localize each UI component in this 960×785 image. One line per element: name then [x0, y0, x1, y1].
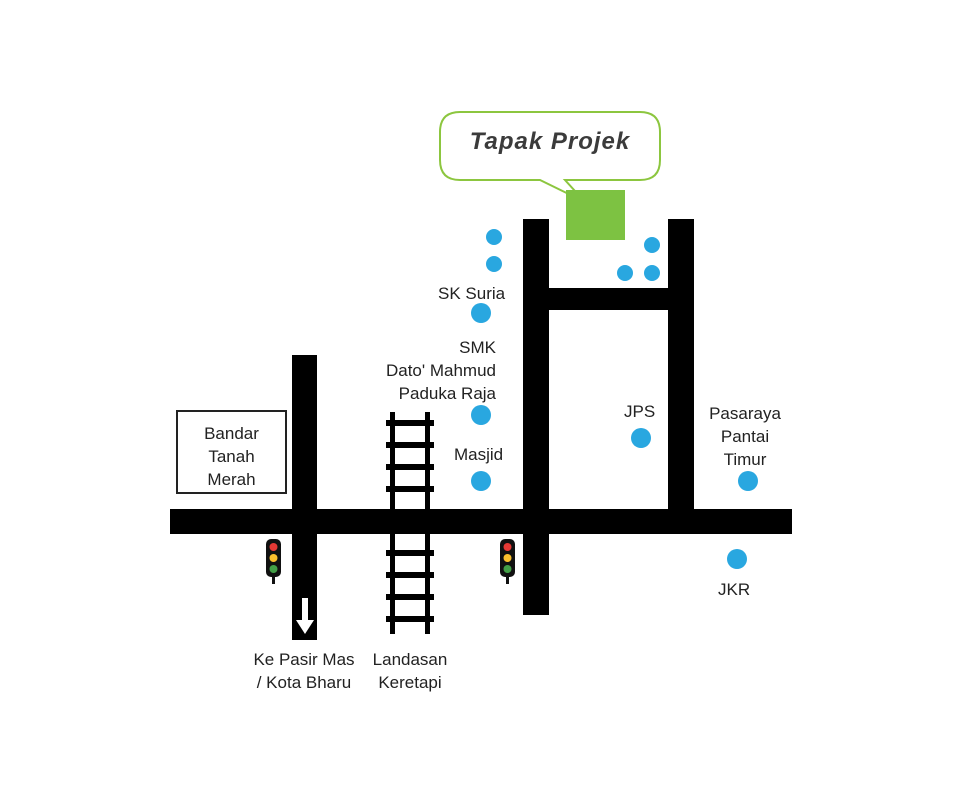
bandar-label-line2: Tanah [208, 447, 255, 466]
pasaraya-label: Pasaraya Pantai Timur [700, 402, 790, 471]
pasir-mas-label: Ke Pasir Mas / Kota Bharu [240, 648, 368, 694]
pasaraya-label-line2: Pantai [720, 427, 770, 446]
smk-label-line3: Paduka Raja [398, 384, 496, 403]
bandar-label-line3: Merah [207, 470, 256, 489]
pasir-mas-label-line2: / Kota Bharu [256, 673, 352, 692]
poi-dot-icon [644, 265, 660, 281]
pasir-mas-label-line1: Ke Pasir Mas [253, 650, 355, 669]
project-callout-label: Tapak Projek [469, 128, 631, 155]
poi-dot-icon [486, 256, 502, 272]
poi-dot-icon [617, 265, 633, 281]
landasan-label-line2: Keretapi [378, 673, 442, 692]
smk-label-line1: SMK [459, 338, 496, 357]
roads [170, 219, 792, 640]
arrow-down-icon [296, 598, 314, 634]
jps-label: JPS [624, 402, 656, 421]
poi-dot-icon [471, 303, 491, 323]
poi-dot-icon [471, 405, 491, 425]
pasaraya-label-line1: Pasaraya [709, 404, 781, 423]
landasan-label-line1: Landasan [372, 650, 448, 669]
project-callout [439, 111, 661, 203]
poi-dot-icon [471, 471, 491, 491]
poi-dot-icon [631, 428, 651, 448]
smk-label-line2: Dato' Mahmud [385, 361, 496, 380]
main-road [170, 509, 792, 534]
masjid-label: Masjid [454, 445, 504, 464]
traffic-light-icon [500, 539, 515, 584]
poi-dot-icon [644, 237, 660, 253]
poi-dot-icon [738, 471, 758, 491]
road-east-vertical [668, 219, 694, 509]
bandar-tanah-merah-box: Bandar Tanah Merah [176, 410, 287, 494]
railway-track-icon [386, 412, 434, 634]
poi-dots [471, 229, 758, 569]
poi-dot-icon [727, 549, 747, 569]
traffic-light-icon [266, 539, 281, 584]
bandar-label-line1: Bandar [204, 424, 259, 443]
road-central-vertical [523, 219, 549, 615]
pasaraya-label-line3: Timur [723, 450, 767, 469]
landasan-label: Landasan Keretapi [360, 648, 460, 694]
road-connector [549, 288, 668, 310]
project-site-marker [566, 190, 625, 240]
poi-dot-icon [486, 229, 502, 245]
jkr-label: JKR [718, 580, 751, 599]
road-west-vertical [292, 355, 317, 640]
smk-label: SMK Dato' Mahmud Paduka Raja [370, 336, 496, 405]
sk-suria-label: SK Suria [438, 284, 506, 303]
